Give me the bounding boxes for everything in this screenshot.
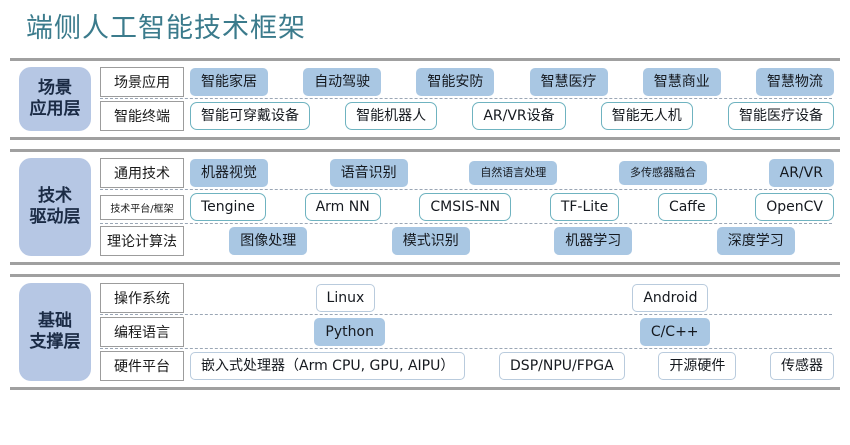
tech-chip[interactable]: Python: [314, 317, 385, 347]
tech-chip[interactable]: Android: [632, 283, 709, 313]
category-label: 场景应用: [100, 67, 184, 97]
tech-chip[interactable]: C/C++: [639, 317, 710, 347]
layer-badge-line2: 支撑层: [29, 332, 81, 352]
chip-group: 智能可穿戴设备 智能机器人 AR/VR设备 智能无人机 智能医疗设备: [190, 101, 834, 131]
chip-group: 图像处理 模式识别 机器学习 深度学习: [190, 226, 834, 256]
layer-badge-wrap: 基础支撑层: [10, 277, 100, 387]
tech-chip[interactable]: 多传感器融合: [618, 160, 707, 186]
layer-section: 场景应用层场景应用智能家居自动驾驶智能安防智慧医疗智慧商业智慧物流智能终端智能可…: [10, 58, 840, 140]
category-label: 技术平台/框架: [100, 194, 184, 220]
layer-badge-wrap: 技术驱动层: [10, 152, 100, 262]
category-row: 场景应用智能家居 自动驾驶 智能安防 智慧医疗 智慧商业 智慧物流: [100, 65, 834, 99]
tech-chip[interactable]: 语音识别: [329, 158, 408, 188]
tech-chip[interactable]: 智能家居: [190, 67, 268, 97]
tech-chip[interactable]: 智慧商业: [642, 67, 721, 97]
tech-chip[interactable]: Caffe: [657, 192, 717, 222]
tech-chip[interactable]: TF-Lite: [549, 192, 620, 222]
layer-badge[interactable]: 场景应用层: [19, 67, 91, 131]
tech-chip[interactable]: 深度学习: [716, 226, 795, 256]
layer-badge-line1: 技术: [38, 185, 72, 206]
layer-badge-wrap: 场景应用层: [10, 61, 100, 137]
page-title: 端侧人工智能技术框架: [26, 13, 306, 44]
tech-chip[interactable]: 模式识别: [391, 226, 470, 256]
category-row: 智能终端智能可穿戴设备 智能机器人 AR/VR设备 智能无人机 智能医疗设备: [100, 98, 834, 133]
tech-chip[interactable]: 智能无人机: [600, 101, 693, 131]
category-label: 编程语言: [100, 317, 184, 347]
tech-chip[interactable]: 自然语言处理: [469, 160, 558, 186]
tech-chip[interactable]: AR/VR: [768, 158, 834, 188]
tech-chip[interactable]: 开源硬件: [658, 351, 737, 381]
layer-badge[interactable]: 技术驱动层: [19, 158, 91, 256]
tech-chip[interactable]: 自动驾驶: [303, 67, 382, 97]
layer-badge-line2: 驱动层: [29, 207, 81, 227]
chip-group: Python C/C++: [190, 317, 834, 347]
layer-badge-line1: 基础: [38, 310, 72, 331]
tech-chip[interactable]: 图像处理: [229, 226, 308, 256]
tech-chip[interactable]: Tengine: [190, 192, 266, 222]
tech-chip[interactable]: 传感器: [769, 351, 834, 381]
category-label: 智能终端: [100, 101, 184, 131]
category-label: 操作系统: [100, 283, 184, 313]
tech-chip[interactable]: 机器学习: [554, 226, 633, 256]
tech-chip[interactable]: Linux: [315, 283, 376, 313]
layer-rows: 场景应用智能家居自动驾驶智能安防智慧医疗智慧商业智慧物流智能终端智能可穿戴设备智…: [100, 61, 840, 137]
category-row: 硬件平台嵌入式处理器（Arm CPU, GPU, AIPU） DSP/NPU/FP…: [100, 348, 834, 383]
category-row: 通用技术机器视觉 语音识别 自然语言处理 多传感器融合 AR/VR: [100, 156, 834, 190]
tech-chip[interactable]: 智能医疗设备: [727, 101, 834, 131]
layer-badge-line2: 应用层: [29, 99, 81, 119]
category-label: 硬件平台: [100, 351, 184, 381]
chip-group: Tengine Arm NN CMSIS-NN TF-Lite Caffe OpenCV: [190, 192, 834, 222]
chip-group: 嵌入式处理器（Arm CPU, GPU, AIPU） DSP/NPU/FPGA 开源…: [190, 351, 834, 381]
tech-chip[interactable]: Arm NN: [304, 192, 381, 222]
category-label: 理论计算法: [100, 226, 184, 256]
tech-chip[interactable]: AR/VR设备: [472, 101, 566, 131]
category-row: 编程语言 Python C/C++: [100, 314, 834, 349]
category-row: 理论计算法 图像处理 模式识别 机器学习 深度学习: [100, 223, 834, 258]
tech-chip[interactable]: 智慧物流: [755, 67, 834, 97]
tech-chip[interactable]: 智能可穿戴设备: [190, 101, 310, 131]
layer-badge-line1: 场景: [38, 77, 72, 98]
chip-group: Linux Android: [190, 283, 834, 313]
tech-chip[interactable]: 智能机器人: [345, 101, 438, 131]
layer-badge[interactable]: 基础支撑层: [19, 283, 91, 381]
tech-chip[interactable]: CMSIS-NN: [419, 192, 512, 222]
tech-chip[interactable]: 嵌入式处理器（Arm CPU, GPU, AIPU）: [190, 351, 466, 381]
tech-chip[interactable]: DSP/NPU/FPGA: [499, 351, 625, 381]
category-label: 通用技术: [100, 158, 184, 188]
chip-group: 机器视觉 语音识别 自然语言处理 多传感器融合 AR/VR: [190, 158, 834, 188]
chip-group: 智能家居 自动驾驶 智能安防 智慧医疗 智慧商业 智慧物流: [190, 67, 834, 97]
tech-chip[interactable]: 智能安防: [416, 67, 495, 97]
tech-chip[interactable]: OpenCV: [755, 192, 834, 222]
tech-chip[interactable]: 机器视觉: [190, 158, 268, 188]
category-row: 操作系统 Linux Android: [100, 281, 834, 315]
tech-chip[interactable]: 智慧医疗: [529, 67, 608, 97]
framework-diagram: 场景应用层场景应用智能家居自动驾驶智能安防智慧医疗智慧商业智慧物流智能终端智能可…: [10, 58, 840, 390]
